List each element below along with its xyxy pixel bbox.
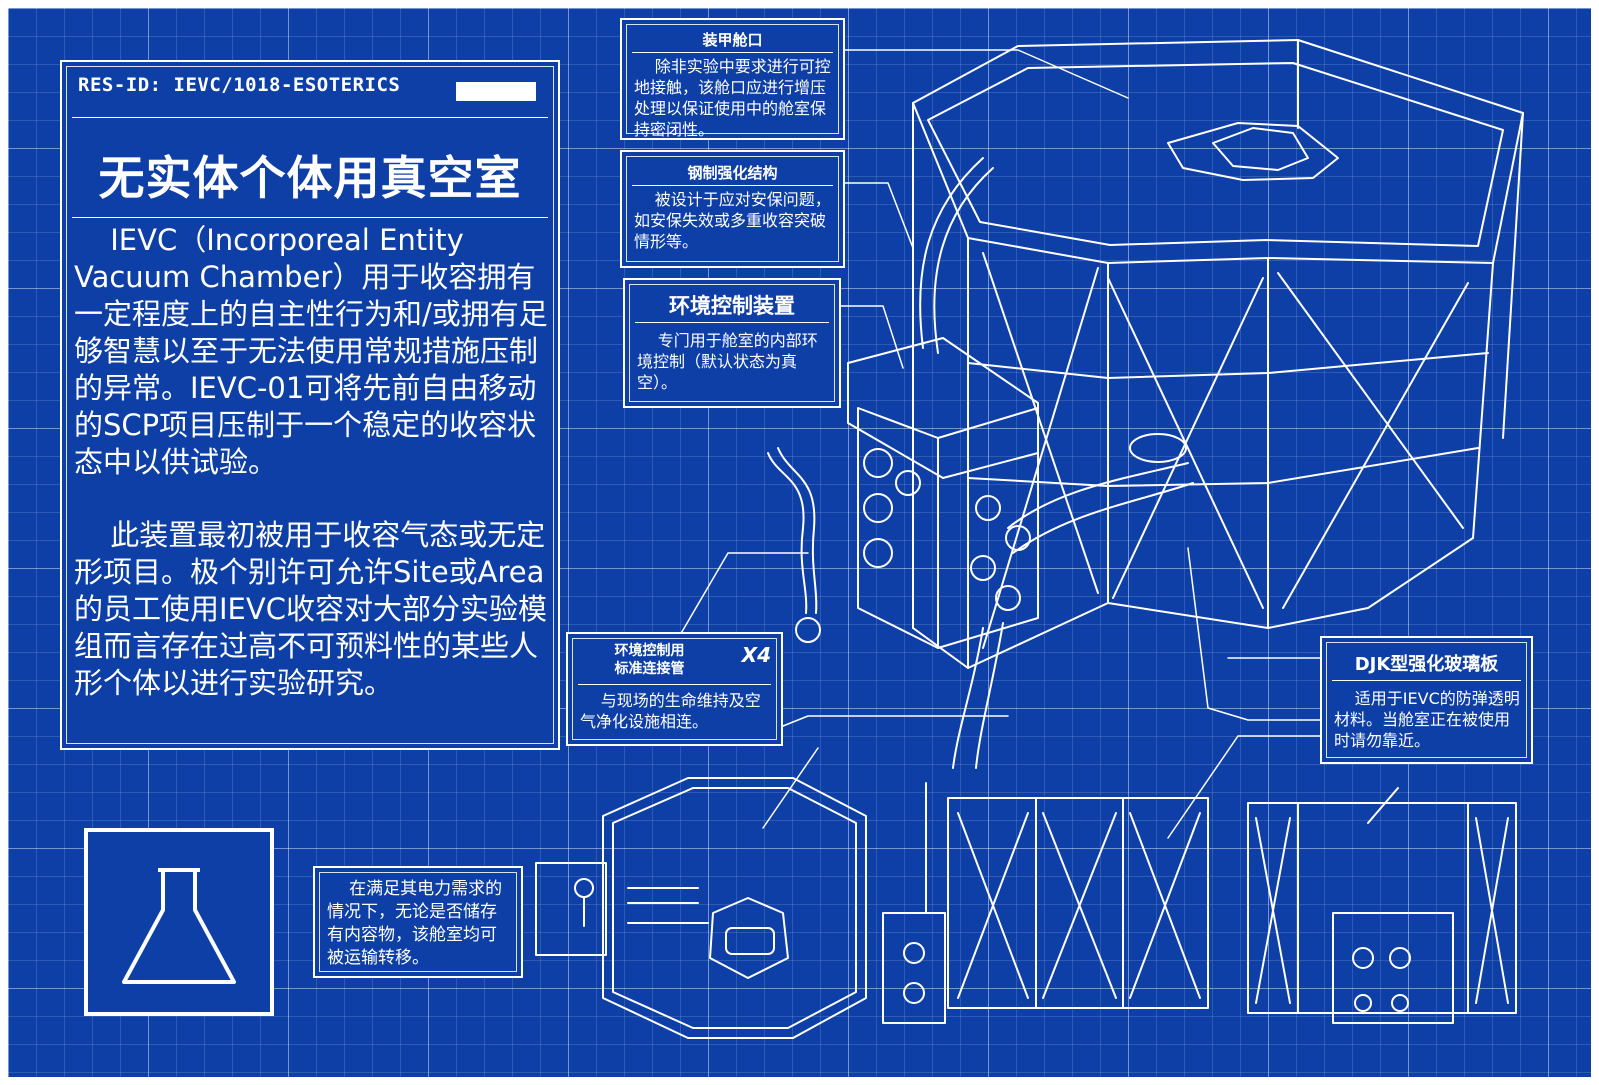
intro-paragraph-1: IEVC（Incorporeal Entity Vacuum Chamber）用… (74, 223, 548, 479)
main-panel-inner-border (66, 66, 554, 744)
chamber-side-elevation-drawing (1247, 787, 1517, 1024)
callout-title: 环境控制装置 (669, 294, 795, 318)
callout-rule (632, 185, 833, 186)
res-id-label: RES-ID: IEVC/1018-ESOTERICS (78, 74, 401, 96)
callout-body: 与现场的生命维持及空气净化设施相连。 (580, 691, 761, 731)
callout-inner-border (626, 156, 839, 262)
res-id-redaction-bar (456, 82, 536, 101)
callout-transport-note: 在满足其电力需求的情况下，无论是否储存有内容物，该舱室均可被运输转移。 (313, 866, 523, 978)
flask-icon (88, 842, 236, 1012)
callout-body: 适用于IEVC的防弹透明材料。当舱室正在被使用时请勿靠近。 (1334, 689, 1520, 750)
callout-inner-border (319, 872, 517, 972)
callout-body: 除非实验中要求进行可控地接触，该舱口应进行增压处理以保证使用中的舱室保持密闭性。 (634, 57, 831, 139)
callout-body: 在满足其电力需求的情况下，无论是否储存有内容物，该舱室均可被运输转移。 (327, 879, 503, 968)
callout-connector-pipe: 环境控制用 标准连接管 X4 与现场的生命维持及空气净化设施相连。 (566, 632, 783, 746)
callout-steel-structure: 钢制强化结构 被设计于应对安保问题，如安保失效或多重收容突破情形等。 (620, 150, 845, 268)
callout-body: 被设计于应对安保问题，如安保失效或多重收容突破情形等。 (634, 190, 831, 251)
title-bottom-rule (72, 217, 548, 218)
callout-inner-border (626, 24, 839, 134)
chamber-blueprint-drawing (535, 39, 1524, 1039)
callout-body: 专门用于舱室的内部环境控制（默认状态为真空）。 (637, 331, 818, 392)
intro-paragraph-2: 此装置最初被用于收容气态或无定形项目。极个别许可允许Site或Area的员工使用… (74, 518, 547, 700)
callout-title-line-1: 环境控制用 (614, 643, 685, 659)
callout-rule (635, 322, 829, 323)
blueprint-sheet: RES-ID: IEVC/1018-ESOTERICS 无实体个体用真空室 IE… (8, 8, 1591, 1077)
callout-rule (578, 684, 771, 685)
callout-inner-border (572, 638, 777, 740)
chamber-front-elevation-drawing (882, 782, 1209, 1024)
quantity-multiplier: X4 (741, 643, 771, 667)
callout-armored-hatch: 装甲舱口 除非实验中要求进行可控地接触，该舱口应进行增压处理以保证使用中的舱室保… (620, 18, 845, 140)
esoterics-badge (84, 828, 274, 1016)
callout-glass-panel: DJK型强化玻璃板 适用于IEVC的防弹透明材料。当舱室正在被使用时请勿靠近。 (1320, 636, 1533, 764)
callout-title: DJK型强化玻璃板 (1354, 654, 1499, 675)
callout-leader-lines (675, 49, 1325, 839)
chamber-plan-view-drawing (535, 777, 867, 1039)
callout-rule (632, 52, 833, 53)
callout-title: 环境控制用 标准连接管 (576, 642, 723, 678)
callout-inner-border (1326, 642, 1527, 758)
callout-title: 装甲舱口 (702, 31, 763, 49)
callout-title-line-2: 标准连接管 (614, 661, 685, 677)
callout-environment-control: 环境控制装置 专门用于舱室的内部环境控制（默认状态为真空）。 (623, 278, 841, 408)
callout-title: 钢制强化结构 (687, 164, 778, 182)
callout-inner-border (629, 284, 835, 402)
title-top-rule (72, 117, 548, 118)
page-title: 无实体个体用真空室 (98, 151, 522, 205)
main-info-panel: RES-ID: IEVC/1018-ESOTERICS 无实体个体用真空室 IE… (60, 60, 560, 750)
callout-rule (1332, 680, 1521, 681)
chamber-perspective-drawing (767, 39, 1524, 769)
